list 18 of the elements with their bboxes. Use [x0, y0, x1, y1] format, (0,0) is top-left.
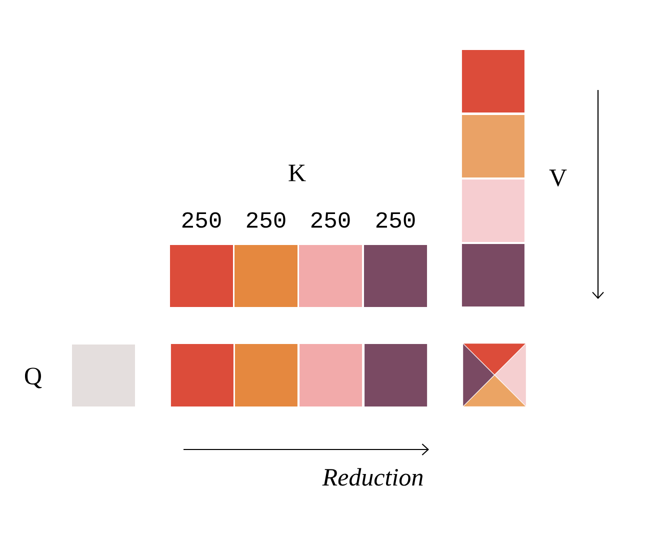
tile: [462, 180, 524, 242]
split-tile: [462, 342, 527, 408]
size-label: 250: [311, 212, 350, 228]
tile: [234, 344, 298, 406]
tile: [72, 344, 135, 406]
matrix-label: K: [288, 164, 306, 182]
tile: [462, 50, 524, 112]
tile: [364, 344, 428, 406]
matrix-label: Q: [25, 368, 42, 388]
tile: [170, 344, 234, 406]
size-label: 250: [246, 212, 286, 228]
size-label: 250: [376, 212, 415, 228]
tile: [462, 244, 524, 306]
tile: [300, 344, 362, 406]
arrow-label: Reduction: [322, 468, 423, 486]
size-label: 250: [182, 212, 221, 228]
tile: [462, 114, 524, 178]
matrix-label: V: [549, 170, 567, 186]
